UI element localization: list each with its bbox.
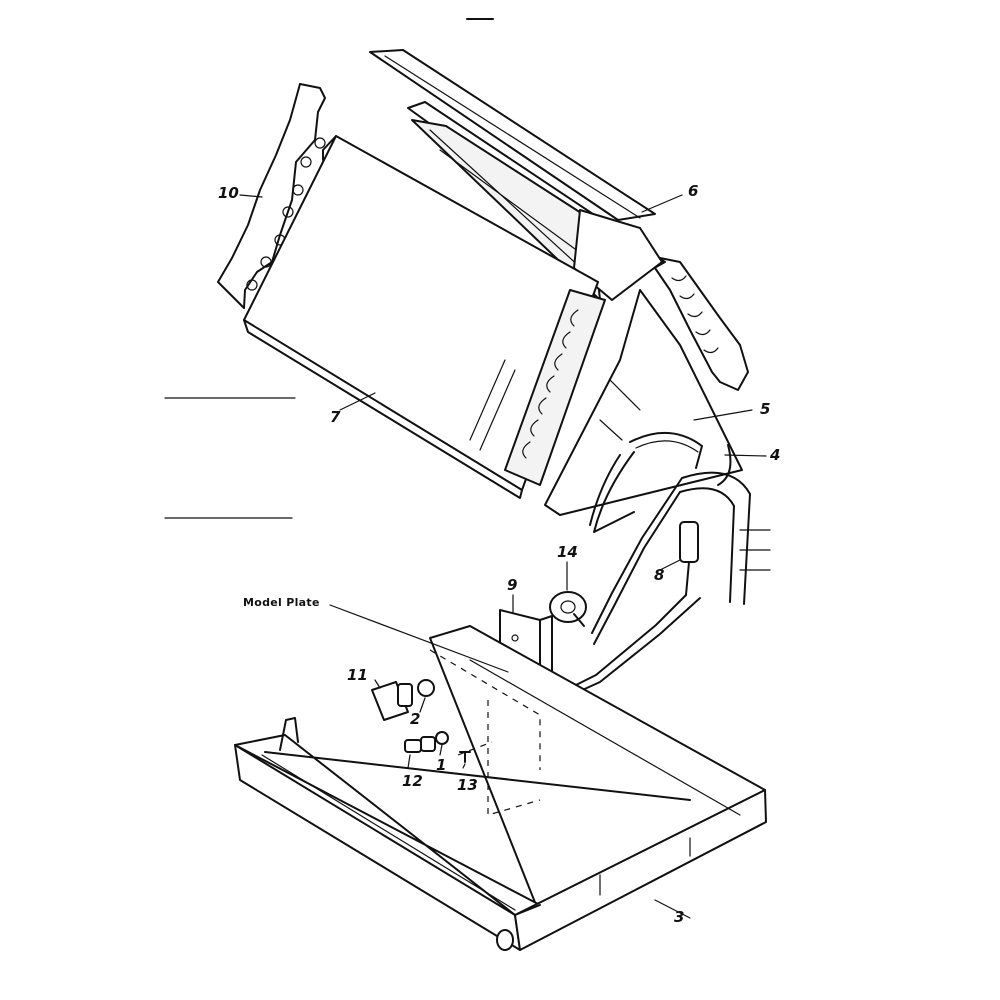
callout-2: 2 xyxy=(410,710,421,728)
callout-13: 13 xyxy=(457,776,478,794)
callout-4: 4 xyxy=(770,446,781,464)
washer-part xyxy=(435,731,449,745)
leader-lines xyxy=(239,194,767,919)
callout-1: 1 xyxy=(436,756,447,774)
callout-8: 8 xyxy=(654,566,665,584)
callout-10: 10 xyxy=(218,184,239,202)
left-coil-part xyxy=(243,135,606,499)
callout-5: 5 xyxy=(760,400,771,418)
right-coil-assembly xyxy=(407,101,749,391)
top-cover-part xyxy=(369,49,656,221)
grommet-part xyxy=(549,591,587,627)
callout-6: 6 xyxy=(688,182,699,200)
drain-pan-part xyxy=(234,625,767,951)
callout-7: 7 xyxy=(330,408,341,426)
drain-connector-part xyxy=(371,679,435,721)
callout-3: 3 xyxy=(674,908,685,926)
plug-part xyxy=(404,736,436,753)
distributor-tubes-part xyxy=(589,431,732,533)
callout-14: 14 xyxy=(557,543,578,561)
end-plate xyxy=(544,289,743,516)
callout-9: 9 xyxy=(507,576,518,594)
callout-12: 12 xyxy=(402,772,423,790)
hidden-outline xyxy=(429,649,541,816)
suction-line-part xyxy=(591,471,771,645)
callout-11: 11 xyxy=(347,666,368,684)
model-plate-label: Model Plate xyxy=(243,596,320,609)
screw-part xyxy=(459,751,471,763)
